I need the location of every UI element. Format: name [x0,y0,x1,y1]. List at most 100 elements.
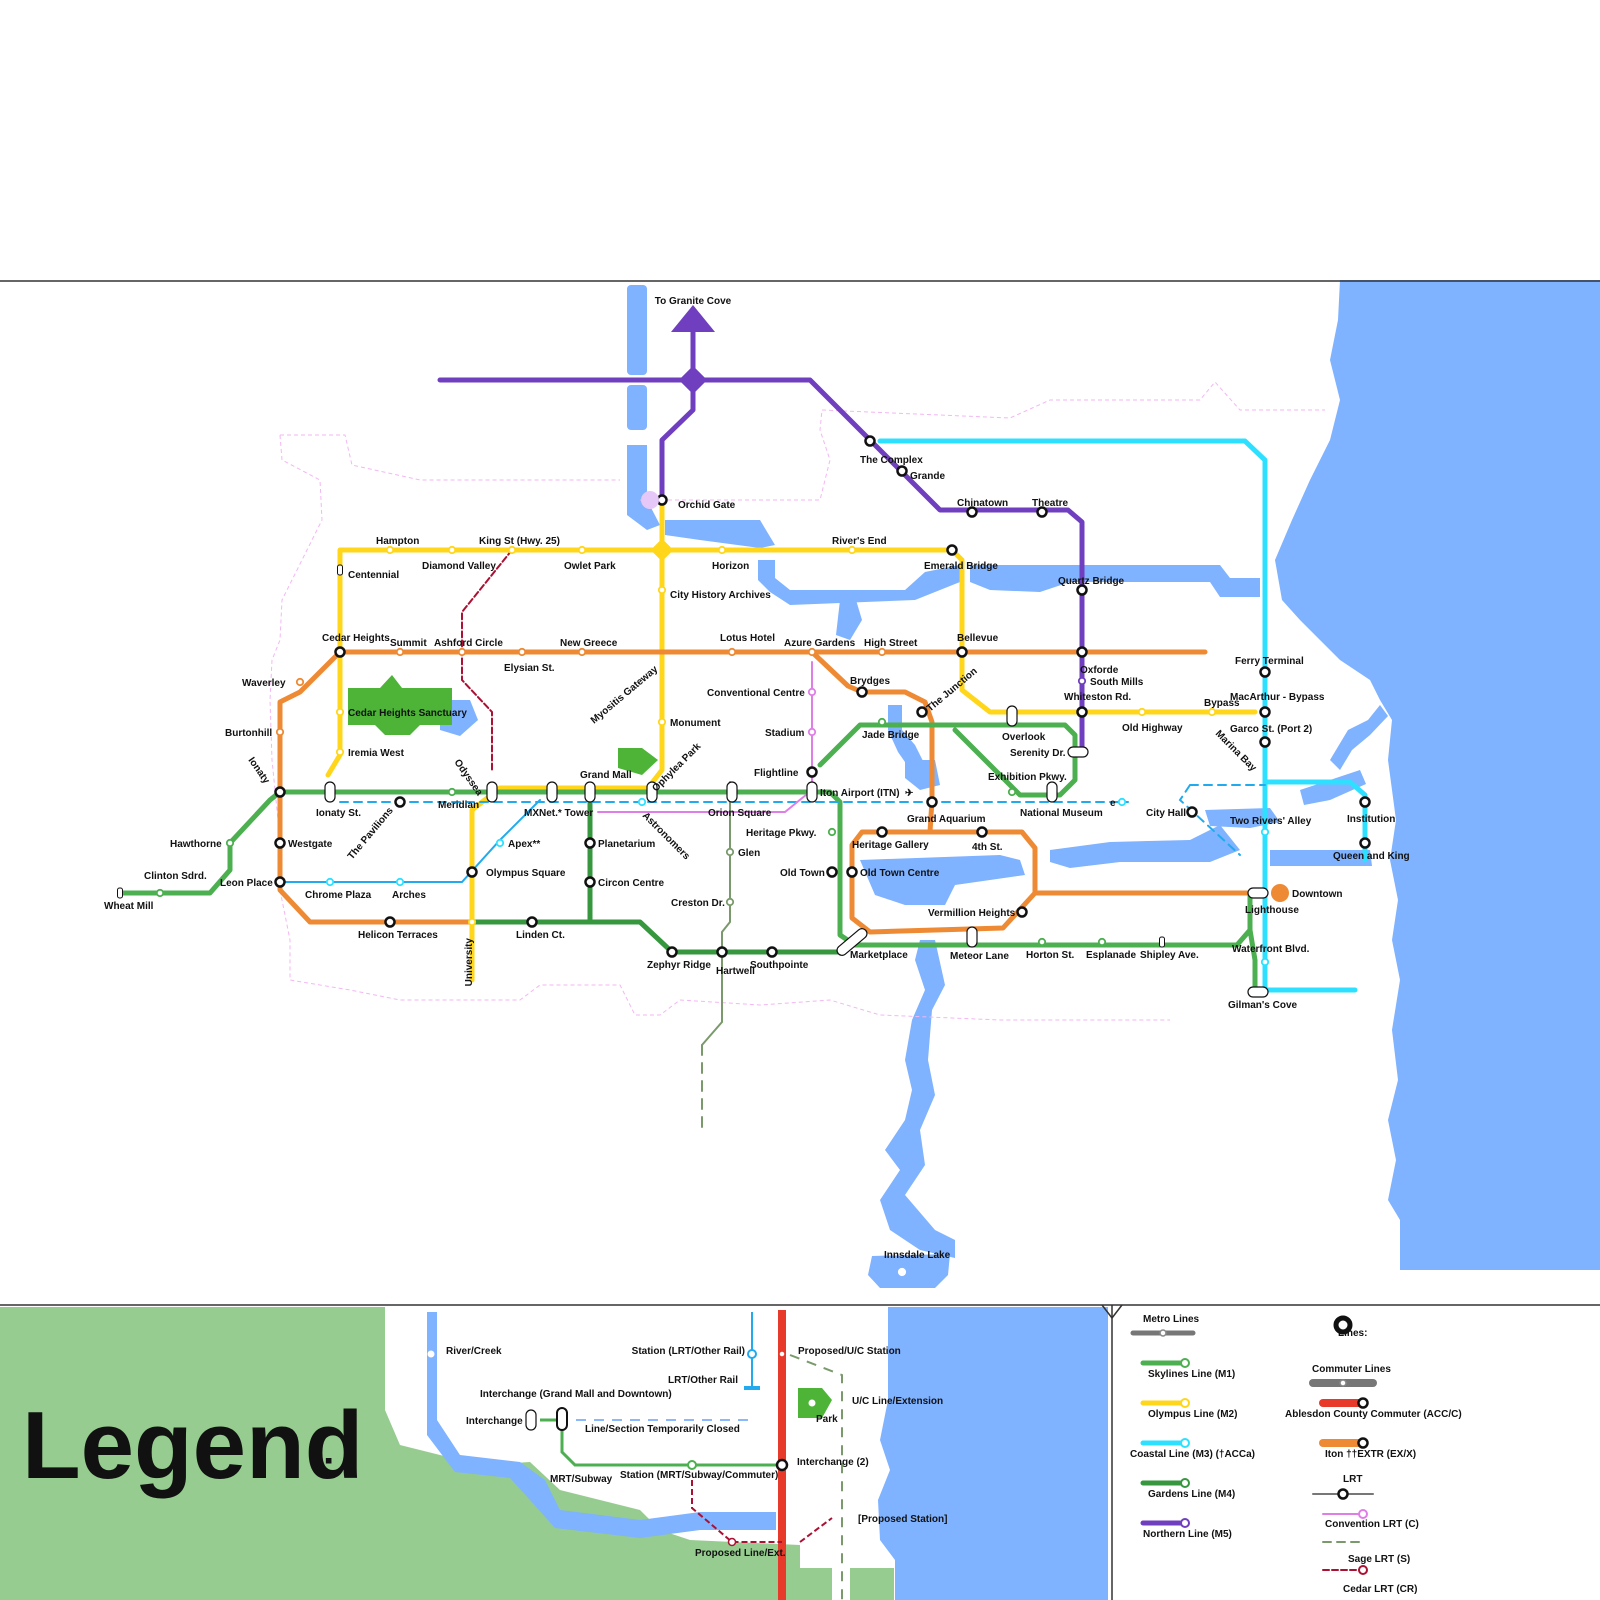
station-waverley-marker[interactable] [295,677,305,687]
lake-centre [860,855,1025,905]
station-iremia-west-marker[interactable] [335,747,345,757]
station-brydges-marker[interactable] [856,686,868,698]
station-queen-and-king-marker[interactable] [1359,837,1371,849]
station-macarthur-bypass-marker[interactable] [1259,706,1271,718]
station-diamond-valley-marker[interactable] [447,545,457,555]
station-wheat-mill-marker[interactable] [117,887,123,899]
station-grand-aquarium-marker[interactable] [926,796,938,808]
station-circon-centre-marker[interactable] [584,876,596,888]
station-azure-gardens-marker[interactable] [807,647,817,657]
station-flightline-marker[interactable] [806,766,818,778]
station-linden-ct-marker[interactable] [526,916,538,928]
station-meteor-lane-marker[interactable] [966,926,978,948]
station-the-junction-marker[interactable] [916,706,928,718]
station-westgate-marker[interactable] [274,837,286,849]
station-monument-marker[interactable] [657,717,667,727]
station-the-complex-marker[interactable] [864,435,876,447]
station-heritage-gallery-marker[interactable] [876,826,888,838]
station-ophylea-park-marker[interactable] [646,781,658,803]
station-burtonhill-marker[interactable] [275,727,285,737]
station-grand-mall-marker[interactable] [584,781,596,803]
station-gilmans-cove-marker[interactable] [1247,986,1269,998]
station-ashford-circle-marker[interactable] [457,647,467,657]
station-quartz-bridge-marker[interactable] [1076,584,1088,596]
station-emerald-bridge-marker[interactable] [946,544,958,556]
station-new-greece-marker[interactable] [577,647,587,657]
station-helicon-terraces-marker[interactable] [384,916,396,928]
legend-interchange-marker [525,1409,537,1431]
station-jade-bridge-marker[interactable] [877,717,887,727]
station-old-highway-marker[interactable] [1137,707,1147,717]
station-meridian-marker[interactable] [447,787,457,797]
station-ionaty-st-marker[interactable] [324,781,336,803]
station-chinatown-marker[interactable] [966,506,978,518]
station-king-st-marker[interactable] [507,545,517,555]
station-hampton-marker[interactable] [385,545,395,555]
station-leon-place-marker[interactable] [274,876,286,888]
station-fourth-st-marker[interactable] [976,826,988,838]
station-creston-dr-marker[interactable] [725,897,735,907]
station-the-pavilions-marker[interactable] [394,796,406,808]
station-summit-marker[interactable] [395,647,405,657]
station-heritage-pkwy-marker[interactable] [827,827,837,837]
station-theatre-marker[interactable] [1036,506,1048,518]
station-stadium-marker[interactable] [807,727,817,737]
station-old-town-marker[interactable] [826,866,838,878]
station-ionaty-marker[interactable] [274,786,286,798]
station-chrome-plaza-marker[interactable] [325,877,335,887]
station-ferry-terminal-marker[interactable] [1259,666,1271,678]
station-oxforde-marker[interactable] [1076,646,1088,658]
station-cedar-heights-sanctuary-marker[interactable] [335,707,345,717]
station-glen-marker[interactable] [725,847,735,857]
station-southpointe-marker[interactable] [766,946,778,958]
station-arches-marker[interactable] [395,877,405,887]
station-centennial-marker[interactable] [337,564,343,576]
station-old-town-centre-marker[interactable] [846,866,858,878]
station-whiteston-rd-marker[interactable] [1076,706,1088,718]
station-planetarium-marker[interactable] [584,837,596,849]
station-clinton-sdrd-marker[interactable] [155,888,165,898]
station-south-mills-marker[interactable] [1077,676,1087,686]
station-two-rivers-alley-marker[interactable] [1260,827,1270,837]
station-hawthorne-marker[interactable] [225,838,235,848]
station-horton-st-marker[interactable] [1037,937,1047,947]
station-e-marker-marker[interactable] [1117,797,1127,807]
station-elysian-st-marker[interactable] [517,647,527,657]
station-grande-marker[interactable] [896,465,908,477]
station-serenity-dr-marker[interactable] [1067,746,1089,758]
station-lighthouse-marker[interactable] [1247,887,1269,899]
station-university-marker[interactable] [467,917,477,927]
station-orion-square-marker[interactable] [726,781,738,803]
station-institution-marker[interactable] [1359,796,1371,808]
station-zephyr-ridge-marker[interactable] [666,946,678,958]
station-garco-st-marker[interactable] [1259,736,1271,748]
station-esplanade-marker[interactable] [1097,937,1107,947]
station-owlet-park-marker[interactable] [577,545,587,555]
station-iton-airport-marker[interactable] [806,781,818,803]
station-bellevue-marker[interactable] [956,646,968,658]
station-vermillion-heights-marker[interactable] [1016,906,1028,918]
station-overlook-marker[interactable] [1006,705,1018,727]
station-astronomers-marker[interactable] [637,797,647,807]
station-olympus-square-marker[interactable] [466,866,478,878]
station-high-street-marker[interactable] [877,647,887,657]
station-marketplace-marker[interactable] [835,927,869,958]
station-mxnet-tower-marker[interactable] [546,781,558,803]
station-city-hall-marker[interactable] [1186,806,1198,818]
station-rivers-end-marker[interactable] [847,545,857,555]
station-conventional-centre-marker[interactable] [807,687,817,697]
station-cedar-heights-marker[interactable] [334,646,346,658]
station-downtown-marker[interactable] [1271,884,1289,902]
station-bypass-marker[interactable] [1207,707,1217,717]
station-shipley-ave-marker[interactable] [1159,936,1165,948]
station-national-museum-marker[interactable] [1046,781,1058,803]
station-innsdale-lake-marker[interactable] [897,1267,907,1277]
station-waterfront-blvd-marker[interactable] [1260,957,1270,967]
station-city-history-archives-marker[interactable] [657,585,667,595]
station-lotus-hotel-marker[interactable] [727,647,737,657]
station-hartwell-marker[interactable] [716,946,728,958]
station-apex-marker[interactable] [495,838,505,848]
station-exhibition-pkwy-marker[interactable] [1007,787,1017,797]
station-horizon-marker[interactable] [717,545,727,555]
station-odyssea-marker[interactable] [486,781,498,803]
